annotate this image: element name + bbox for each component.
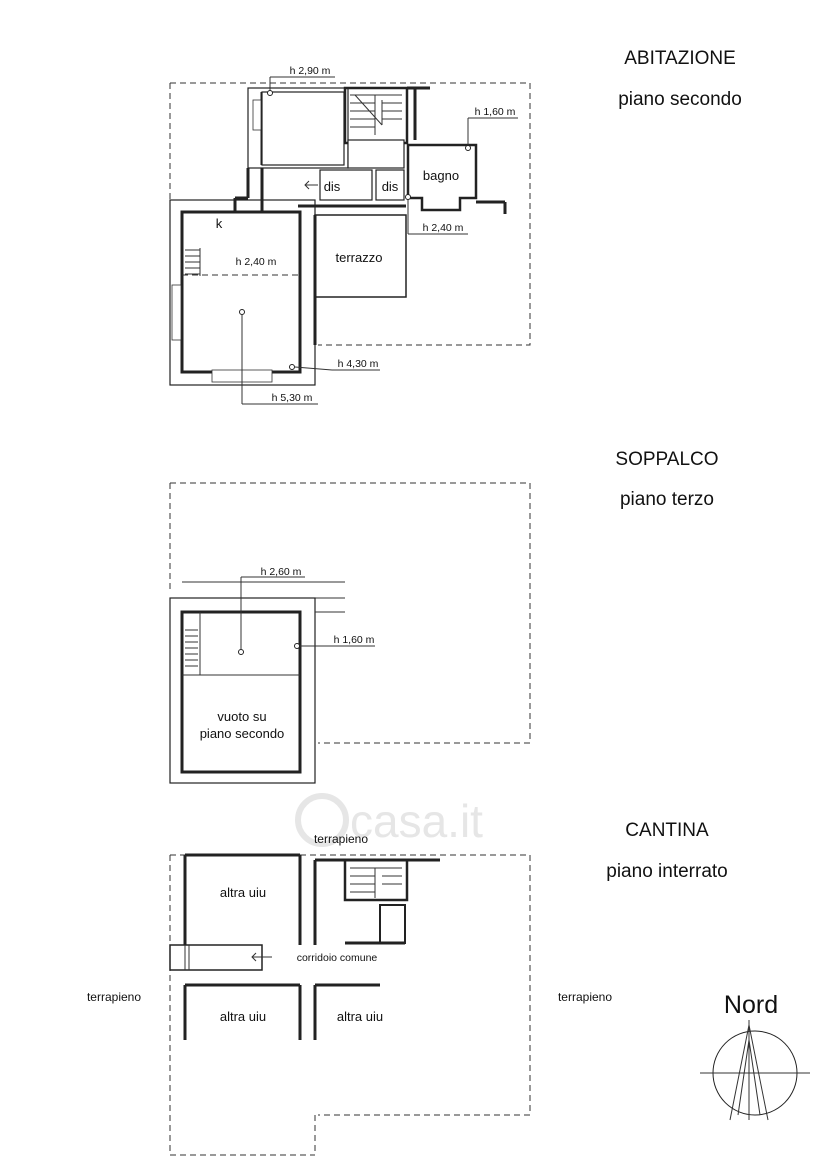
stairs-cantina-icon bbox=[350, 867, 402, 898]
height-label: h 4,30 m bbox=[338, 358, 379, 370]
plan-abitazione bbox=[169, 76, 531, 405]
height-label: h 1,60 m bbox=[334, 634, 375, 646]
plan-cantina bbox=[169, 853, 531, 1156]
room-label-bagno: bagno bbox=[423, 168, 459, 183]
watermark-text: casa.it bbox=[350, 795, 483, 847]
section-title-cantina: CANTINA bbox=[625, 820, 709, 841]
compass-north-icon bbox=[700, 1020, 810, 1121]
label-terrapieno-right: terrapieno bbox=[558, 990, 612, 1004]
height-label: h 2,40 m bbox=[236, 256, 277, 268]
section-subtitle-abitazione: piano secondo bbox=[618, 89, 742, 110]
stairs-abitazione-icon bbox=[350, 94, 402, 135]
room-label-dis: dis bbox=[382, 179, 399, 194]
height-label: h 2,40 m bbox=[423, 222, 464, 234]
watermark: casa.it bbox=[295, 793, 483, 847]
compass-label: Nord bbox=[724, 991, 778, 1019]
stairs-kitchen-icon bbox=[185, 248, 201, 276]
height-label: h 2,90 m bbox=[290, 65, 331, 77]
room-label-altra-uiu: altra uiu bbox=[220, 885, 266, 900]
stairs-soppalco-icon bbox=[185, 629, 198, 667]
label-corridoio-comune: corridoio comune bbox=[297, 952, 378, 964]
room-label-dis: dis bbox=[324, 179, 341, 194]
section-title-soppalco: SOPPALCO bbox=[615, 449, 718, 470]
section-subtitle-soppalco: piano terzo bbox=[620, 489, 714, 510]
height-label: h 5,30 m bbox=[272, 392, 313, 404]
label-terrapieno-top: terrapieno bbox=[314, 832, 368, 846]
room-label-altra-uiu: altra uiu bbox=[220, 1009, 266, 1024]
height-label: h 2,60 m bbox=[261, 566, 302, 578]
room-label-vuoto-line1: vuoto su bbox=[217, 709, 266, 724]
section-title-abitazione: ABITAZIONE bbox=[624, 48, 736, 69]
room-label-altra-uiu: altra uiu bbox=[337, 1009, 383, 1024]
room-label-kitchen: k bbox=[216, 216, 223, 231]
room-label-terrazzo: terrazzo bbox=[336, 250, 383, 265]
room-label-vuoto-line2: piano secondo bbox=[200, 726, 285, 741]
label-terrapieno-left: terrapieno bbox=[87, 990, 141, 1004]
plan-soppalco bbox=[169, 482, 531, 784]
height-label: h 1,60 m bbox=[475, 106, 516, 118]
section-subtitle-cantina: piano interrato bbox=[606, 861, 727, 882]
